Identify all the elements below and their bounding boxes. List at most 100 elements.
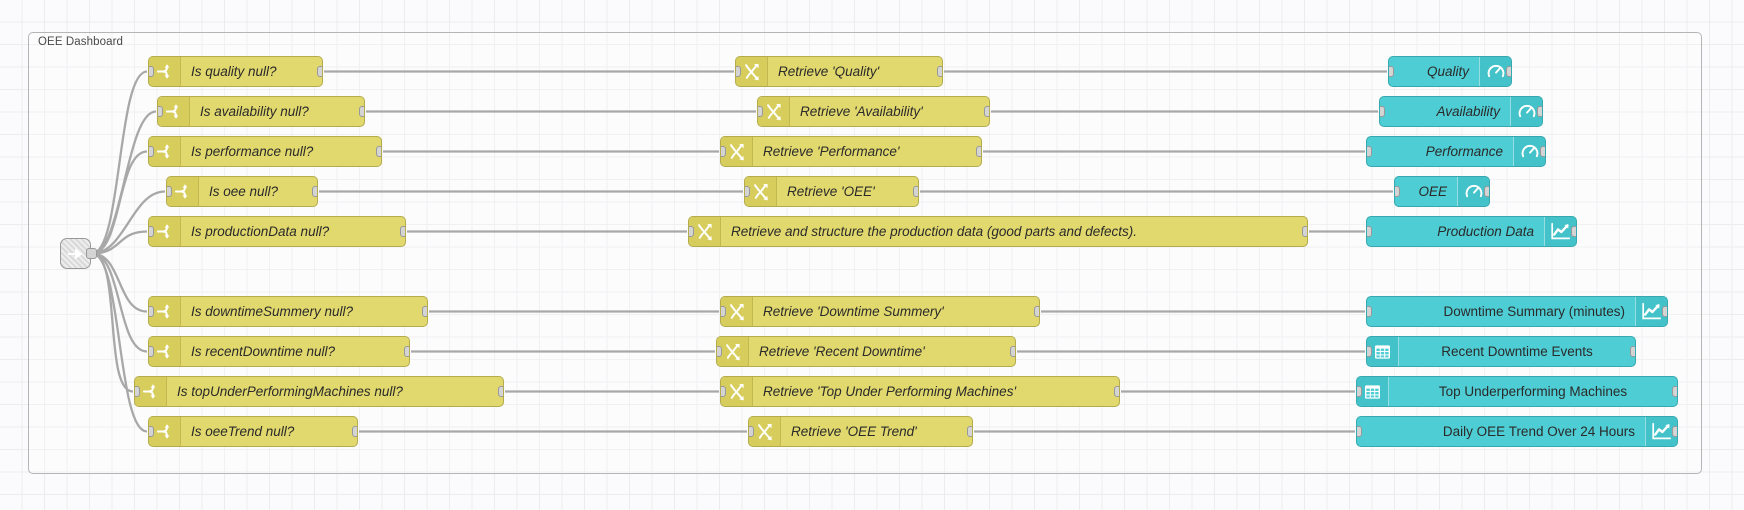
input-port[interactable] [149,346,154,357]
output-port[interactable] [1630,346,1635,357]
output-port[interactable] [400,226,405,237]
dashboard-node-availability[interactable]: Availability [1379,96,1543,127]
switch-node-availability[interactable]: Is availability null? [157,96,365,127]
dashboard-label-production-data: Production Data [1437,224,1534,239]
input-port[interactable] [745,186,750,197]
input-port[interactable] [1367,306,1372,317]
dashboard-label-oee: OEE [1418,184,1447,199]
input-port[interactable] [149,426,154,437]
input-port[interactable] [717,346,722,357]
output-port[interactable] [1114,386,1119,397]
change-node-oee-trend[interactable]: Retrieve 'OEE Trend' [748,416,973,447]
output-port[interactable] [352,426,357,437]
input-port[interactable] [1367,146,1372,157]
change-node-quality[interactable]: Retrieve 'Quality' [735,56,943,87]
output-port[interactable] [1672,426,1677,437]
input-port[interactable] [158,106,163,117]
change-node-top-underperforming[interactable]: Retrieve 'Top Under Performing Machines' [720,376,1120,407]
switch-label-oee: Is oee null? [209,184,279,199]
switch-label-availability: Is availability null? [200,104,309,119]
dashboard-node-oee[interactable]: OEE [1394,176,1490,207]
output-port[interactable] [1302,226,1307,237]
link-in-node[interactable] [60,238,97,269]
output-port[interactable] [984,106,989,117]
output-port[interactable] [498,386,503,397]
input-port[interactable] [736,66,741,77]
switch-node-top-underperforming[interactable]: Is topUnderPerformingMachines null? [134,376,504,407]
output-port[interactable] [1506,66,1511,77]
output-port[interactable] [1484,186,1489,197]
input-port[interactable] [749,426,754,437]
change-node-production-data[interactable]: Retrieve and structure the production da… [688,216,1308,247]
dashboard-node-performance[interactable]: Performance [1366,136,1546,167]
change-label-recent-downtime: Retrieve 'Recent Downtime' [759,344,925,359]
switch-node-downtime-summary[interactable]: Is downtimeSummery null? [148,296,428,327]
input-port[interactable] [721,386,726,397]
output-port[interactable] [404,346,409,357]
input-port[interactable] [758,106,763,117]
dashboard-node-quality[interactable]: Quality [1388,56,1512,87]
change-label-availability: Retrieve 'Availability' [800,104,923,119]
output-port[interactable] [422,306,427,317]
output-port[interactable] [976,146,981,157]
switch-node-oee-trend[interactable]: Is oeeTrend null? [148,416,358,447]
output-port[interactable] [317,66,322,77]
change-node-oee[interactable]: Retrieve 'OEE' [744,176,919,207]
dashboard-label-availability: Availability [1436,104,1500,119]
input-port[interactable] [1380,106,1385,117]
gauge-icon [1479,57,1511,86]
input-port[interactable] [1357,386,1362,397]
dashboard-node-downtime-summary[interactable]: Downtime Summary (minutes) [1366,296,1668,327]
change-node-recent-downtime[interactable]: Retrieve 'Recent Downtime' [716,336,1016,367]
output-port[interactable] [1537,106,1542,117]
change-swap-icon [721,297,753,326]
dashboard-label-oee-trend: Daily OEE Trend Over 24 Hours [1442,424,1635,439]
change-node-availability[interactable]: Retrieve 'Availability' [757,96,990,127]
change-node-performance[interactable]: Retrieve 'Performance' [720,136,982,167]
input-port[interactable] [149,66,154,77]
output-port[interactable] [967,426,972,437]
dashboard-label-quality: Quality [1426,64,1469,79]
input-port[interactable] [149,146,154,157]
input-port[interactable] [135,386,140,397]
dashboard-node-oee-trend[interactable]: Daily OEE Trend Over 24 Hours [1356,416,1678,447]
input-port[interactable] [1389,66,1394,77]
output-port[interactable] [376,146,381,157]
output-port[interactable] [1034,306,1039,317]
change-swap-icon [736,57,768,86]
input-port[interactable] [1357,426,1362,437]
output-port[interactable] [312,186,317,197]
switch-node-oee[interactable]: Is oee null? [166,176,318,207]
switch-node-performance[interactable]: Is performance null? [148,136,382,167]
output-port[interactable] [1662,306,1667,317]
output-port[interactable] [1010,346,1015,357]
output-port[interactable] [359,106,364,117]
input-port[interactable] [1395,186,1400,197]
input-port[interactable] [149,306,154,317]
output-port[interactable] [1540,146,1545,157]
input-port[interactable] [1367,226,1372,237]
input-port[interactable] [1367,346,1372,357]
change-node-downtime-summary[interactable]: Retrieve 'Downtime Summery' [720,296,1040,327]
output-port[interactable] [1672,386,1677,397]
dashboard-node-top-underperforming[interactable]: Top Underperforming Machines [1356,376,1678,407]
output-port[interactable] [1571,226,1576,237]
gauge-icon [1510,97,1542,126]
dashboard-node-recent-downtime[interactable]: Recent Downtime Events [1366,336,1636,367]
change-swap-icon [721,377,753,406]
switch-label-downtime-summary: Is downtimeSummery null? [191,304,354,319]
input-port[interactable] [149,226,154,237]
output-port[interactable] [913,186,918,197]
switch-node-recent-downtime[interactable]: Is recentDowntime null? [148,336,410,367]
switch-node-production-data[interactable]: Is productionData null? [148,216,406,247]
output-port[interactable] [937,66,942,77]
input-port[interactable] [689,226,694,237]
input-port[interactable] [721,306,726,317]
input-port[interactable] [167,186,172,197]
switch-node-quality[interactable]: Is quality null? [148,56,323,87]
dashboard-node-production-data[interactable]: Production Data [1366,216,1577,247]
group-label: OEE Dashboard [38,36,124,48]
input-port[interactable] [721,146,726,157]
output-port[interactable] [86,248,97,259]
